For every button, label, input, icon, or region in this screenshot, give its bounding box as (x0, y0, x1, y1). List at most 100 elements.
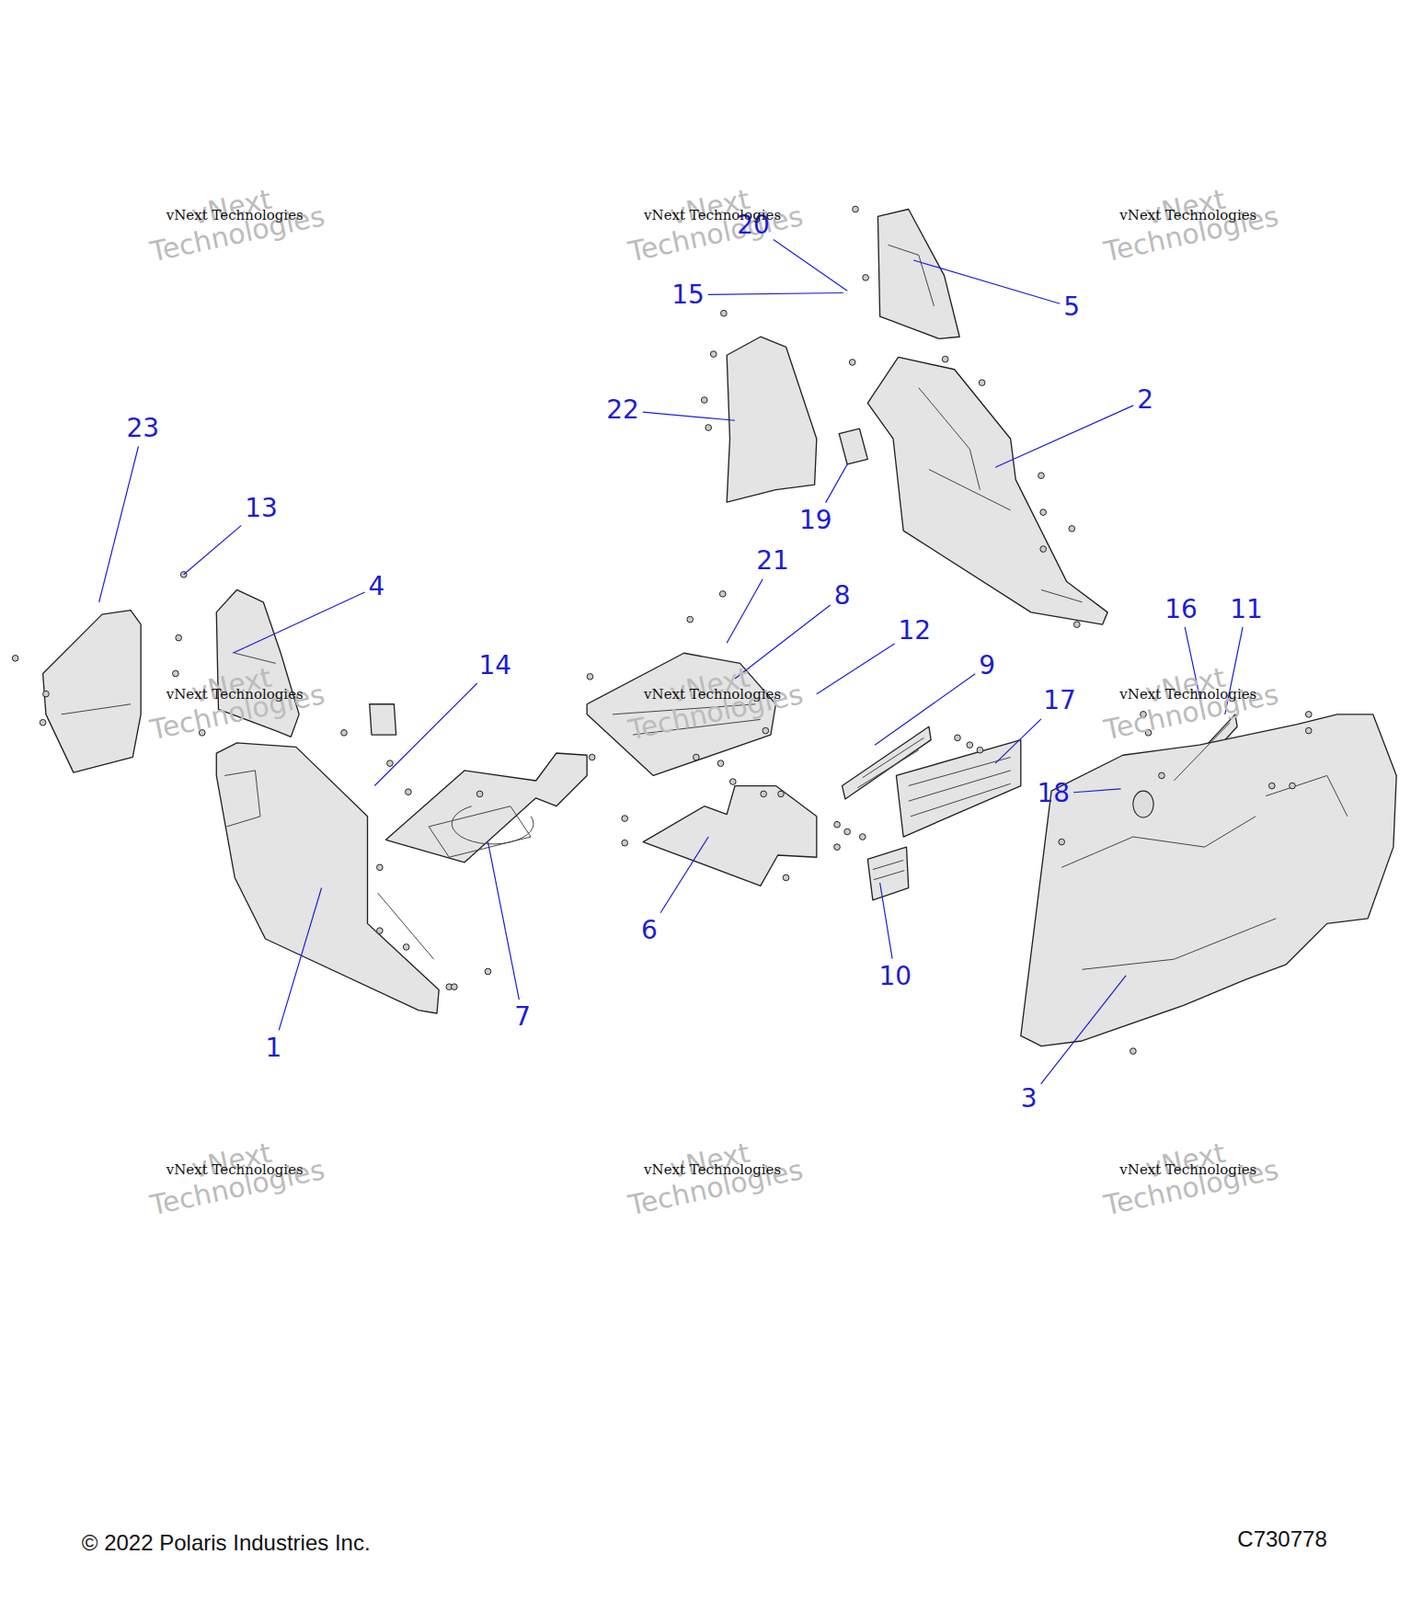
fastener (39, 719, 46, 726)
fastener (1289, 782, 1296, 790)
fastener (941, 355, 949, 363)
fastener (1158, 772, 1166, 780)
leader-line (995, 405, 1134, 468)
fastener (377, 864, 384, 872)
fastener (172, 670, 180, 677)
fastener (11, 654, 19, 662)
callout-number: 8 (834, 582, 851, 611)
body-panel (386, 753, 588, 863)
watermark: vNext Technologies (166, 207, 304, 224)
fastener (1068, 526, 1076, 533)
leader-line (183, 525, 242, 574)
leader-line (913, 260, 1060, 304)
body-panel (642, 786, 817, 887)
panel-detail (378, 893, 435, 960)
fastener (341, 730, 348, 737)
leader-line (374, 683, 478, 787)
watermark: vNext Technologies (1119, 207, 1257, 224)
leader-line (995, 719, 1042, 764)
callout-number: 5 (1063, 293, 1080, 322)
panel-detail (862, 737, 925, 778)
panel-detail (224, 770, 261, 827)
panel-detail (61, 704, 131, 715)
callout-number: 18 (1036, 779, 1070, 809)
callout-number: 11 (1229, 595, 1263, 624)
fastener (387, 760, 394, 768)
panel-detail (1061, 816, 1256, 868)
body-panel (1020, 714, 1397, 1047)
leader-line (660, 837, 709, 914)
fastener (451, 984, 459, 991)
fastener (859, 834, 866, 841)
leader-line (487, 842, 519, 1000)
leader-line (708, 293, 844, 296)
fastener (693, 754, 700, 761)
callout-number: 12 (898, 616, 932, 645)
leader-line (642, 412, 735, 421)
watermark: vNext Technologies (166, 686, 304, 702)
callout-number: 4 (368, 573, 386, 602)
watermark: vNext Technologies (166, 1162, 304, 1179)
fastener (175, 634, 183, 642)
fastener (1038, 472, 1045, 480)
fastener (588, 754, 596, 761)
leader-line (1073, 789, 1121, 793)
panel-detail (1081, 918, 1276, 970)
fastener (966, 742, 974, 749)
body-panel (895, 740, 1021, 838)
callout-number: 6 (641, 917, 658, 946)
fastener (852, 206, 860, 213)
body-panel (369, 704, 397, 735)
callout-number: 10 (878, 963, 912, 992)
leader-line (825, 464, 848, 504)
callout-number: 7 (514, 1003, 531, 1033)
leader-line (773, 239, 848, 291)
panel-detail (908, 756, 1011, 786)
body-panel (838, 428, 868, 465)
leader-line (880, 883, 893, 960)
panel-detail (908, 770, 1011, 802)
fastener (476, 791, 483, 798)
fastener (862, 275, 870, 282)
panel-detail (857, 750, 919, 789)
fastener (402, 944, 410, 952)
panel-detail (888, 244, 935, 307)
fastener (1074, 621, 1081, 629)
fastener (844, 828, 851, 836)
callout-number: 13 (244, 493, 278, 523)
leader-line (726, 579, 763, 643)
fastener (1130, 1048, 1137, 1056)
panel-detail (234, 653, 276, 664)
callout-number: 19 (799, 506, 833, 536)
body-panel (877, 209, 960, 340)
footer-text: © 2022 Polaris Industries Inc. (81, 1531, 371, 1556)
fastener (762, 727, 769, 734)
fastener (721, 309, 728, 317)
grommet (1133, 791, 1154, 818)
fastener (1058, 838, 1066, 846)
leader-line (874, 674, 975, 746)
fastener (687, 616, 694, 623)
leader-line (232, 592, 366, 654)
panel-detail (928, 470, 1011, 511)
fastener (782, 874, 790, 882)
leader-line (278, 888, 322, 1032)
panel-detail (872, 860, 904, 871)
fastener (621, 839, 629, 847)
callout-number: 2 (1136, 386, 1154, 415)
watermark: vNext Technologies (643, 1162, 781, 1179)
fastener (705, 424, 712, 432)
footer-text: C730778 (1237, 1526, 1327, 1551)
fastener (1305, 711, 1312, 719)
fastener (43, 690, 50, 698)
callout-number: 15 (671, 280, 705, 310)
body-panel (726, 336, 817, 503)
fastener (405, 789, 413, 796)
callout-number: 23 (126, 414, 161, 444)
panel-detail (910, 783, 1011, 817)
watermark: vNext Technologies (1119, 686, 1257, 702)
fastener (778, 791, 785, 798)
panel-detail (451, 806, 534, 845)
fastener (717, 760, 724, 768)
fastener (978, 379, 986, 387)
